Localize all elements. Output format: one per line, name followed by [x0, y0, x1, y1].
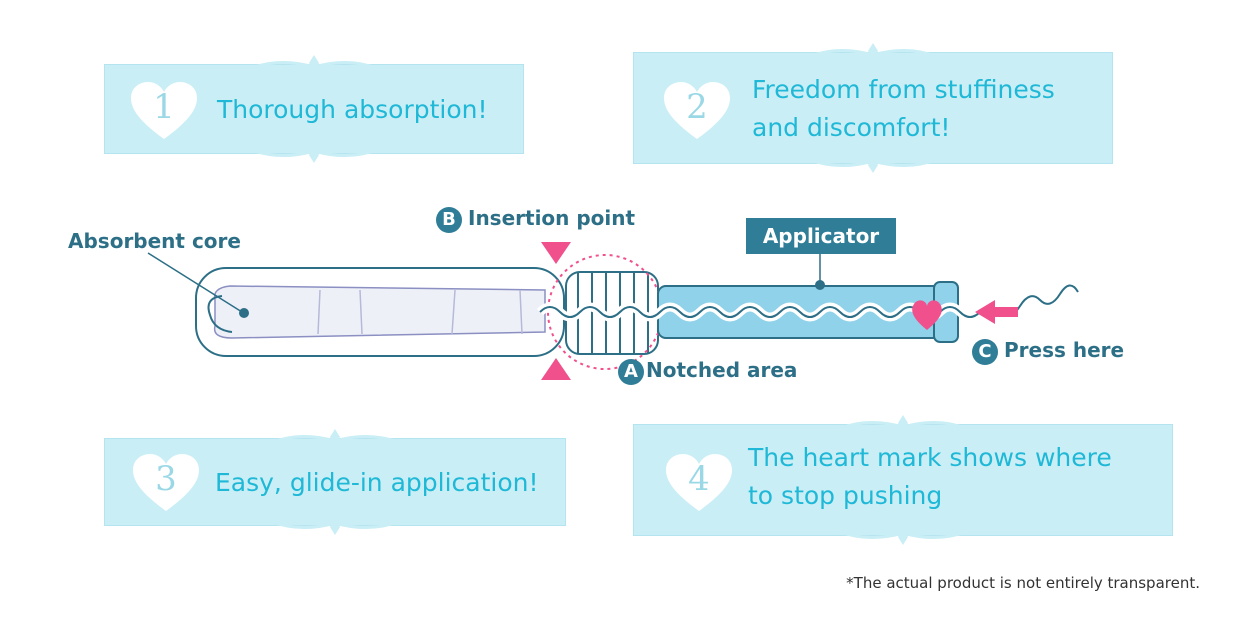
- ornament-icon: [269, 429, 401, 445]
- absorbent-core-label: Absorbent core: [68, 229, 241, 253]
- absorbent-core-shape: [213, 285, 546, 339]
- ornament-icon: [807, 43, 939, 59]
- insertion-marker-bottom-icon: [541, 358, 571, 380]
- marker-a: A: [618, 358, 644, 385]
- marker-b: B: [436, 206, 462, 233]
- ornament-icon: [837, 415, 969, 431]
- press-arrow-icon: [975, 300, 1018, 324]
- heart-icon: [131, 82, 197, 139]
- heart-icon: [133, 454, 199, 511]
- feature-number: 1: [153, 87, 175, 127]
- heart-icon: [666, 454, 732, 511]
- feature-text: Easy, glide-in application!: [215, 468, 539, 497]
- feature-text: Freedom from stuffiness and discomfort!: [752, 75, 1055, 142]
- feature-number: 2: [686, 87, 708, 127]
- feature-text: Thorough absorption!: [217, 95, 488, 124]
- ornament-icon: [269, 519, 401, 535]
- applicator-badge: Applicator: [746, 218, 896, 254]
- heart-mark-icon: [912, 300, 942, 330]
- feature-card-2: 2 Freedom from stuffiness and discomfort…: [633, 43, 1113, 173]
- feature-card-4: 4 The heart mark shows where to stop pus…: [633, 415, 1173, 545]
- insertion-marker-top-icon: [541, 242, 571, 264]
- feature-card-3: 3 Easy, glide-in application!: [104, 429, 566, 535]
- ornament-icon: [248, 147, 380, 163]
- ornament-icon: [248, 55, 380, 71]
- ornament-icon: [837, 529, 969, 545]
- feature-card-1: 1 Thorough absorption!: [104, 55, 524, 163]
- absorbent-tip: [207, 295, 233, 333]
- feature-number: 3: [155, 459, 177, 499]
- ornament-icon: [807, 157, 939, 173]
- footnote: *The actual product is not entirely tran…: [846, 574, 1200, 592]
- feature-number: 4: [688, 459, 710, 499]
- heart-icon: [664, 82, 730, 139]
- feature-text: The heart mark shows where to stop pushi…: [748, 443, 1112, 510]
- marker-c: C: [972, 338, 998, 365]
